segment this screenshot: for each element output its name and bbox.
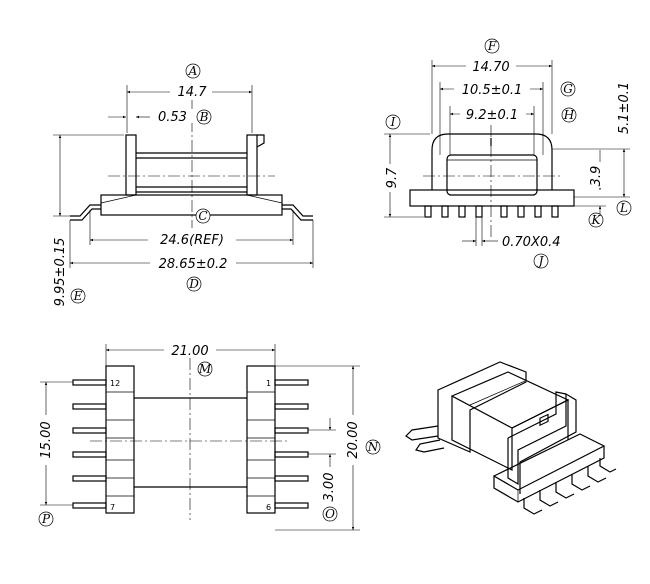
label-c: C: [198, 209, 207, 223]
label-f: F: [487, 39, 497, 53]
label-n: N: [367, 440, 379, 454]
dim-51-text: 5.1±0.1: [617, 82, 632, 134]
dim-p-text: 15.00: [39, 421, 54, 458]
label-i: I: [390, 115, 396, 129]
label-l: L: [619, 201, 628, 215]
bottom-view: 12 7 1 6 21.00 M 20.00 N 3.00 O: [38, 342, 381, 531]
dim-n-text: 20.00: [346, 421, 361, 458]
side-view: 14.70 F 10.5±0.1 G 9.2±0.1 H 9.7 I: [384, 38, 632, 269]
dim-m-text: 21.00: [171, 344, 208, 359]
dim-g-text: 10.5±0.1: [462, 83, 523, 98]
label-d: D: [188, 277, 199, 291]
label-h: H: [563, 108, 575, 122]
dim-39-text: 3.9: [589, 166, 604, 187]
label-a: A: [188, 64, 198, 78]
dim-h-text: 9.2±0.1: [466, 108, 518, 123]
dim-e-text: 9.95±0.15: [53, 238, 68, 307]
dim-d-text: 28.65±0.2: [159, 257, 228, 272]
pin-12-label: 12: [110, 379, 120, 388]
dim-o-text: 3.00: [322, 473, 337, 502]
dim-i-text: 9.7: [385, 167, 400, 188]
isometric-view: [405, 361, 617, 515]
label-e: E: [73, 289, 83, 303]
label-m: M: [198, 362, 212, 376]
pin-7-label: 7: [110, 503, 115, 512]
dim-j-text: 0.70X0.4: [502, 235, 561, 250]
front-view: 14.7 A 0.53 B C 24.6(REF) 28.65±0.2 D: [52, 63, 314, 315]
dim-f-text: 14.70: [472, 60, 509, 75]
label-p: P: [41, 512, 51, 526]
label-j: J: [536, 254, 545, 268]
label-o: O: [325, 507, 335, 521]
pin-6-label: 6: [266, 503, 271, 512]
label-g: G: [563, 82, 573, 96]
dim-c-text: 24.6(REF): [160, 233, 224, 248]
dim-a-text: 14.7: [178, 85, 208, 100]
pin-1-label: 1: [266, 379, 271, 388]
dim-b-text: 0.53: [158, 110, 187, 125]
label-k: K: [591, 213, 602, 227]
label-b: B: [199, 110, 209, 124]
